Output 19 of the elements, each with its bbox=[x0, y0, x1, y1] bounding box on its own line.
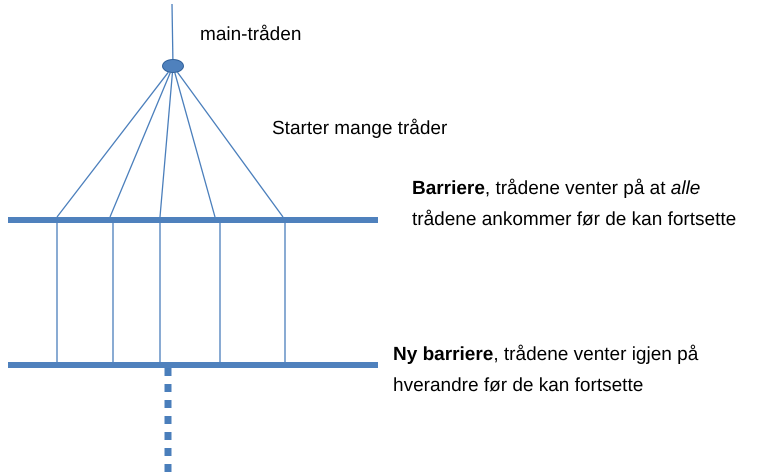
barrier-bar bbox=[8, 362, 378, 368]
node-caption: main-tråden bbox=[200, 23, 302, 47]
thread-line bbox=[171, 4, 174, 59]
thread-line bbox=[284, 223, 286, 362]
thread-line bbox=[159, 223, 161, 362]
thread-line bbox=[56, 223, 58, 362]
thread-line bbox=[112, 223, 114, 362]
description-text: Barriere, trådene venter på at alle trådene ankommer før de kan fortsette bbox=[412, 177, 738, 232]
thread-line bbox=[109, 72, 171, 218]
main-thread-circle bbox=[162, 59, 184, 73]
annotation-text: Starter mange tråder bbox=[272, 117, 448, 141]
description-text: Ny barriere, trådene venter igjen på hverandre før de kan fortsette bbox=[393, 343, 700, 398]
thread-line bbox=[219, 223, 221, 362]
barrier-bar bbox=[8, 217, 378, 223]
thread-line bbox=[56, 72, 169, 218]
dotted-line bbox=[164, 368, 172, 473]
thread-line bbox=[174, 72, 216, 218]
thread-line bbox=[177, 72, 284, 218]
thread-line bbox=[159, 72, 174, 218]
